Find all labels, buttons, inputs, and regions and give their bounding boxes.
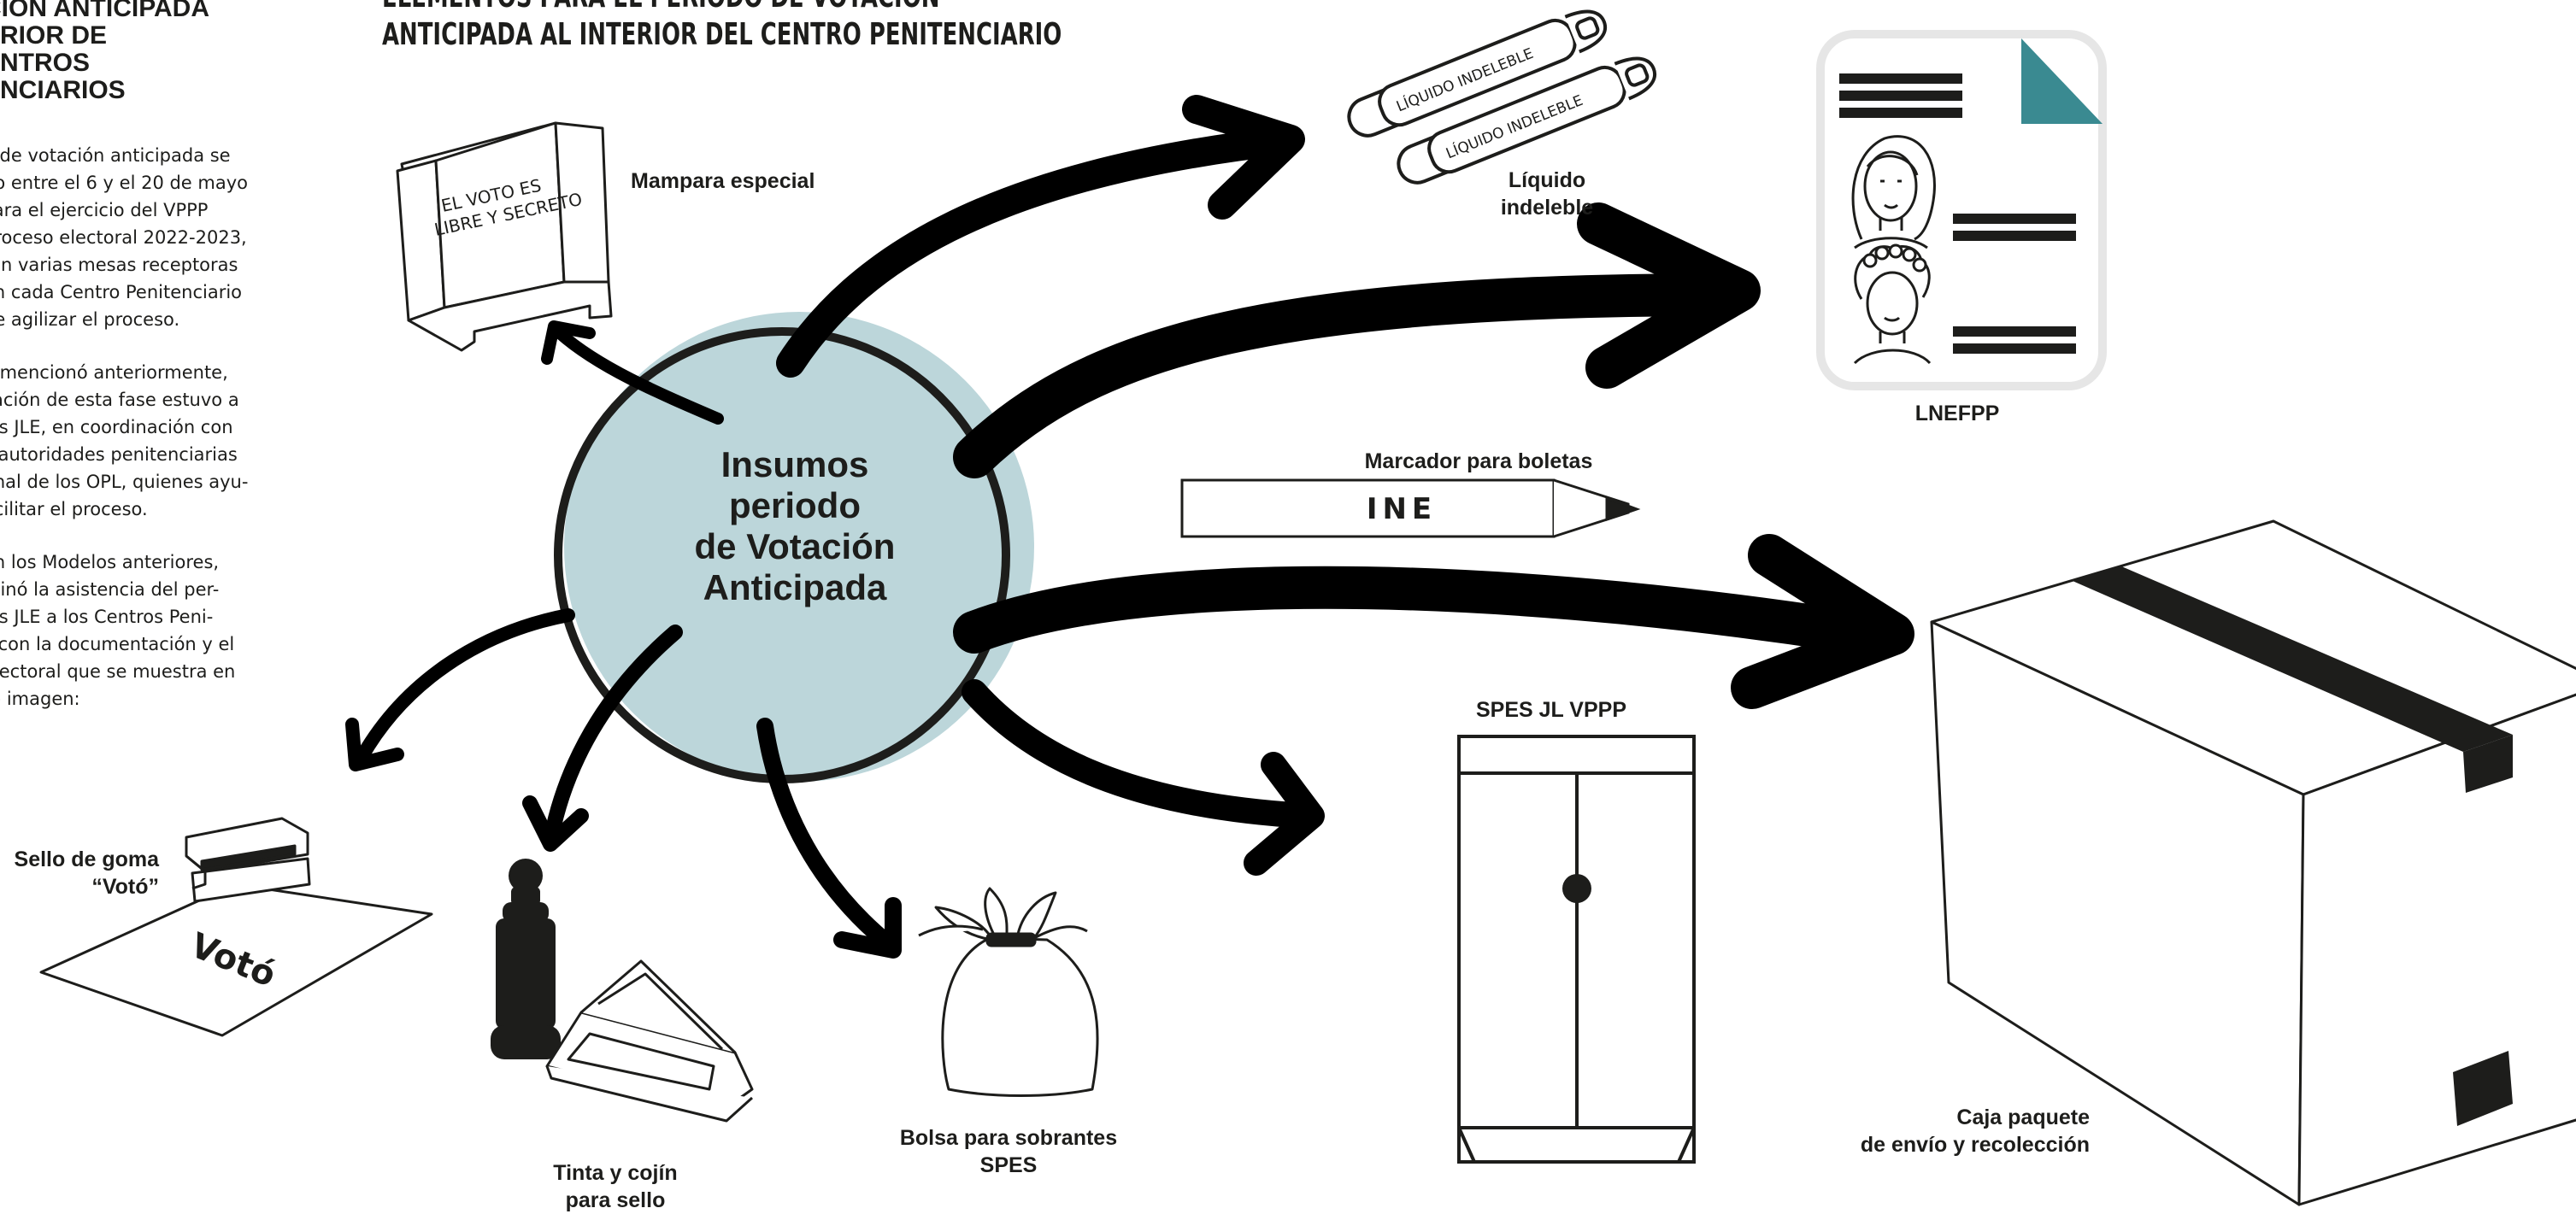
arrow-to-bolsa xyxy=(756,718,902,959)
sello-illustration: Votó xyxy=(39,817,433,1037)
tinta-bottle xyxy=(491,859,561,1059)
mampara-illustration: EL VOTO ES LIBRE Y SECRETO xyxy=(396,121,613,352)
sello-label: Sello de goma “Votó” xyxy=(14,847,159,899)
bolsa-illustration xyxy=(918,887,1099,1097)
side-panel-paragraph-3: en los Modelos anteriores, minó la asist… xyxy=(0,552,236,709)
spes-label: SPES JL VPPP xyxy=(1475,698,1626,722)
lnefpp-photo-woman xyxy=(1851,135,1936,249)
marcador-label: Marcador para boletas xyxy=(1364,449,1593,473)
arrow-to-caja xyxy=(953,534,1914,709)
lnefpp-label: LNEFPP xyxy=(1914,402,2000,425)
header-title-line-2: ANTICIPADA AL INTERIOR DEL CENTRO PENITE… xyxy=(382,17,1062,52)
lnefpp-document xyxy=(1816,30,2107,390)
header-title-line-1: ELEMENTOS PARA EL PERIODO DE VOTACIÓN xyxy=(382,0,997,16)
side-panel-paragraph-1: o de votación anticipada se bo entre el … xyxy=(0,145,249,330)
side-panel-paragraph-2: e mencionó anteriormente, zación de esta… xyxy=(0,362,249,519)
lnefpp-photo-man xyxy=(1853,243,1932,365)
spes-cabinet xyxy=(1457,735,1696,1164)
arrow-to-mampara xyxy=(541,320,724,425)
arrow-to-sello xyxy=(345,608,575,771)
bolsa-label: Bolsa para sobrantes SPES xyxy=(899,1126,1118,1177)
mampara-label: Mampara especial xyxy=(631,169,815,193)
marcador-brand-text: INE xyxy=(1367,492,1437,526)
hub-label: Insumos periodo de Votación Anticipada xyxy=(694,444,896,607)
cojin-illustration xyxy=(545,959,754,1123)
arrow-to-liquido xyxy=(776,95,1305,378)
liquido-marker-2: LÍQUIDO INDELEBLE xyxy=(1397,56,1656,185)
caja-label: Caja paquete de envío y recolección xyxy=(1860,1106,2090,1157)
liquido-label: Líquido indeleble xyxy=(1500,168,1594,220)
marcador-illustration: INE xyxy=(1180,478,1641,538)
tinta-label: Tinta y cojín para sello xyxy=(553,1161,678,1212)
arrow-to-spes xyxy=(962,679,1325,876)
arrow-to-lnefpp xyxy=(953,202,1761,478)
arrow-to-tinta xyxy=(522,625,683,852)
caja-illustration xyxy=(1930,519,2576,1206)
